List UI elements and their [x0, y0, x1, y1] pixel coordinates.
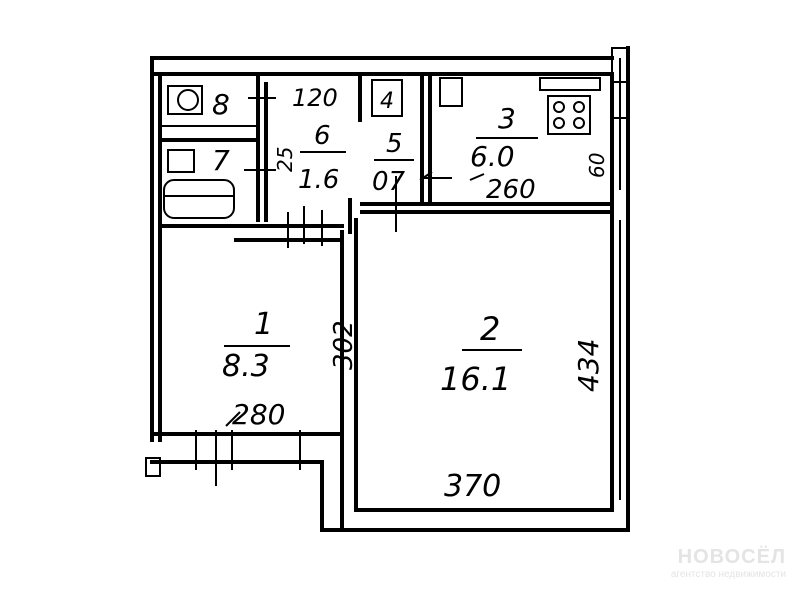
burner-2 — [573, 101, 585, 113]
dim-120: 120 — [292, 84, 338, 112]
dim-302: 302 — [329, 320, 359, 370]
bathtub — [163, 179, 235, 219]
dim-260: 260 — [486, 175, 536, 205]
room-5-area: 07 — [372, 167, 406, 197]
room-3-area: 6.0 — [470, 140, 515, 173]
dim-434: 434 — [572, 339, 605, 392]
burner-1 — [553, 101, 565, 113]
room-7-number: 7 — [212, 144, 230, 177]
stove — [547, 95, 591, 135]
vent-block — [611, 47, 629, 83]
washbasin — [167, 149, 195, 173]
entry-door-ticks — [195, 430, 301, 486]
dimension-labels: 120 260 280 370 302 434 25 60 4 — [225, 84, 609, 504]
room-2-number: 2 — [480, 310, 500, 348]
entry-post — [145, 457, 161, 477]
dim-25: 25 — [273, 147, 297, 172]
dim-370: 370 — [444, 469, 501, 504]
room-3-number: 3 — [498, 102, 516, 135]
room-labels: 1 8.3 2 16.1 3 6.0 5 07 6 1.6 7 8 — [212, 88, 538, 398]
window-room2 — [611, 220, 621, 500]
toilet-bowl — [177, 89, 199, 111]
watermark-brand: НОВОСЁЛ — [677, 546, 786, 568]
room-5-number: 5 — [386, 129, 403, 159]
watermark-caption: агентство недвижимости — [670, 569, 786, 580]
room-8-number: 8 — [212, 88, 230, 121]
dim-60: 60 — [585, 153, 609, 178]
doors — [145, 97, 452, 486]
watermark: НОВОСЁЛ агентство недвижимости — [636, 546, 786, 580]
vent-mark: 4 — [380, 89, 394, 114]
room-2-area: 16.1 — [440, 360, 511, 398]
room-1-area: 8.3 — [222, 349, 270, 384]
sink-kitchen — [439, 77, 463, 107]
door-hall — [244, 97, 276, 171]
door-room1 — [287, 206, 323, 248]
room-6-area: 1.6 — [298, 165, 339, 195]
room-1-number: 1 — [254, 307, 273, 342]
window-room1 — [151, 244, 161, 430]
dim-tick-a — [225, 171, 485, 427]
wc-cabinet — [371, 79, 403, 117]
burner-3 — [553, 117, 565, 129]
counter-top — [539, 77, 601, 91]
windows — [151, 47, 629, 500]
burner-4 — [573, 117, 585, 129]
window-kitchen — [611, 58, 628, 190]
toilet — [167, 85, 203, 115]
dim-280: 280 — [232, 398, 285, 431]
room-6-number: 6 — [314, 121, 331, 151]
fixtures — [163, 77, 601, 219]
